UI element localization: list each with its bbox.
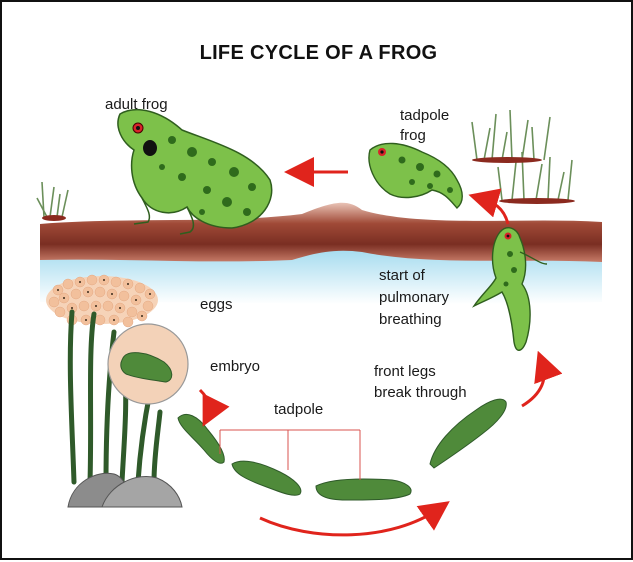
- tadpole-stage-1: [177, 414, 225, 464]
- label-adult-frog: adult frog: [105, 96, 168, 113]
- water-plants: [67, 309, 163, 485]
- arrow-front-legs-up: [521, 350, 563, 408]
- label-tadpole-frog-line2: frog: [400, 127, 426, 144]
- label-front-legs-line1: front legs: [374, 363, 436, 380]
- diagram-title: LIFE CYCLE OF A FROG: [199, 42, 438, 64]
- grass-tuft-left: [36, 181, 69, 218]
- label-tadpole-frog-line1: tadpole: [400, 107, 450, 124]
- label-front-legs-line2: break through: [374, 384, 467, 401]
- embryo-inset: [107, 323, 189, 405]
- arrow-froglet-to-tadpole-frog: [468, 188, 510, 225]
- tadpole-frog: [368, 142, 463, 209]
- froglet-with-tail: [471, 227, 548, 351]
- arrow-embryo-to-tadpole: [198, 388, 230, 427]
- label-eggs: eggs: [200, 296, 233, 313]
- label-tadpole: tadpole: [274, 401, 324, 418]
- tadpole-with-front-legs: [429, 398, 507, 469]
- tadpole-stage-2: [231, 460, 302, 496]
- adult-frog: [117, 108, 273, 235]
- grass-tuft-right-top: [471, 109, 551, 161]
- tadpole-leader-lines: [219, 429, 361, 480]
- label-start-breathing-line2: pulmonary: [379, 289, 450, 306]
- label-start-breathing-line1: start of: [379, 267, 425, 284]
- soil-clumps: [42, 157, 575, 221]
- tadpole-stage-3: [315, 478, 412, 501]
- arrow-tadpole-bottom: [259, 501, 450, 537]
- label-start-breathing-line3: breathing: [379, 311, 442, 328]
- rocks: [67, 472, 183, 508]
- cycle-arrows: [198, 157, 563, 537]
- label-embryo: embryo: [210, 358, 261, 375]
- soil-bank: [40, 202, 602, 262]
